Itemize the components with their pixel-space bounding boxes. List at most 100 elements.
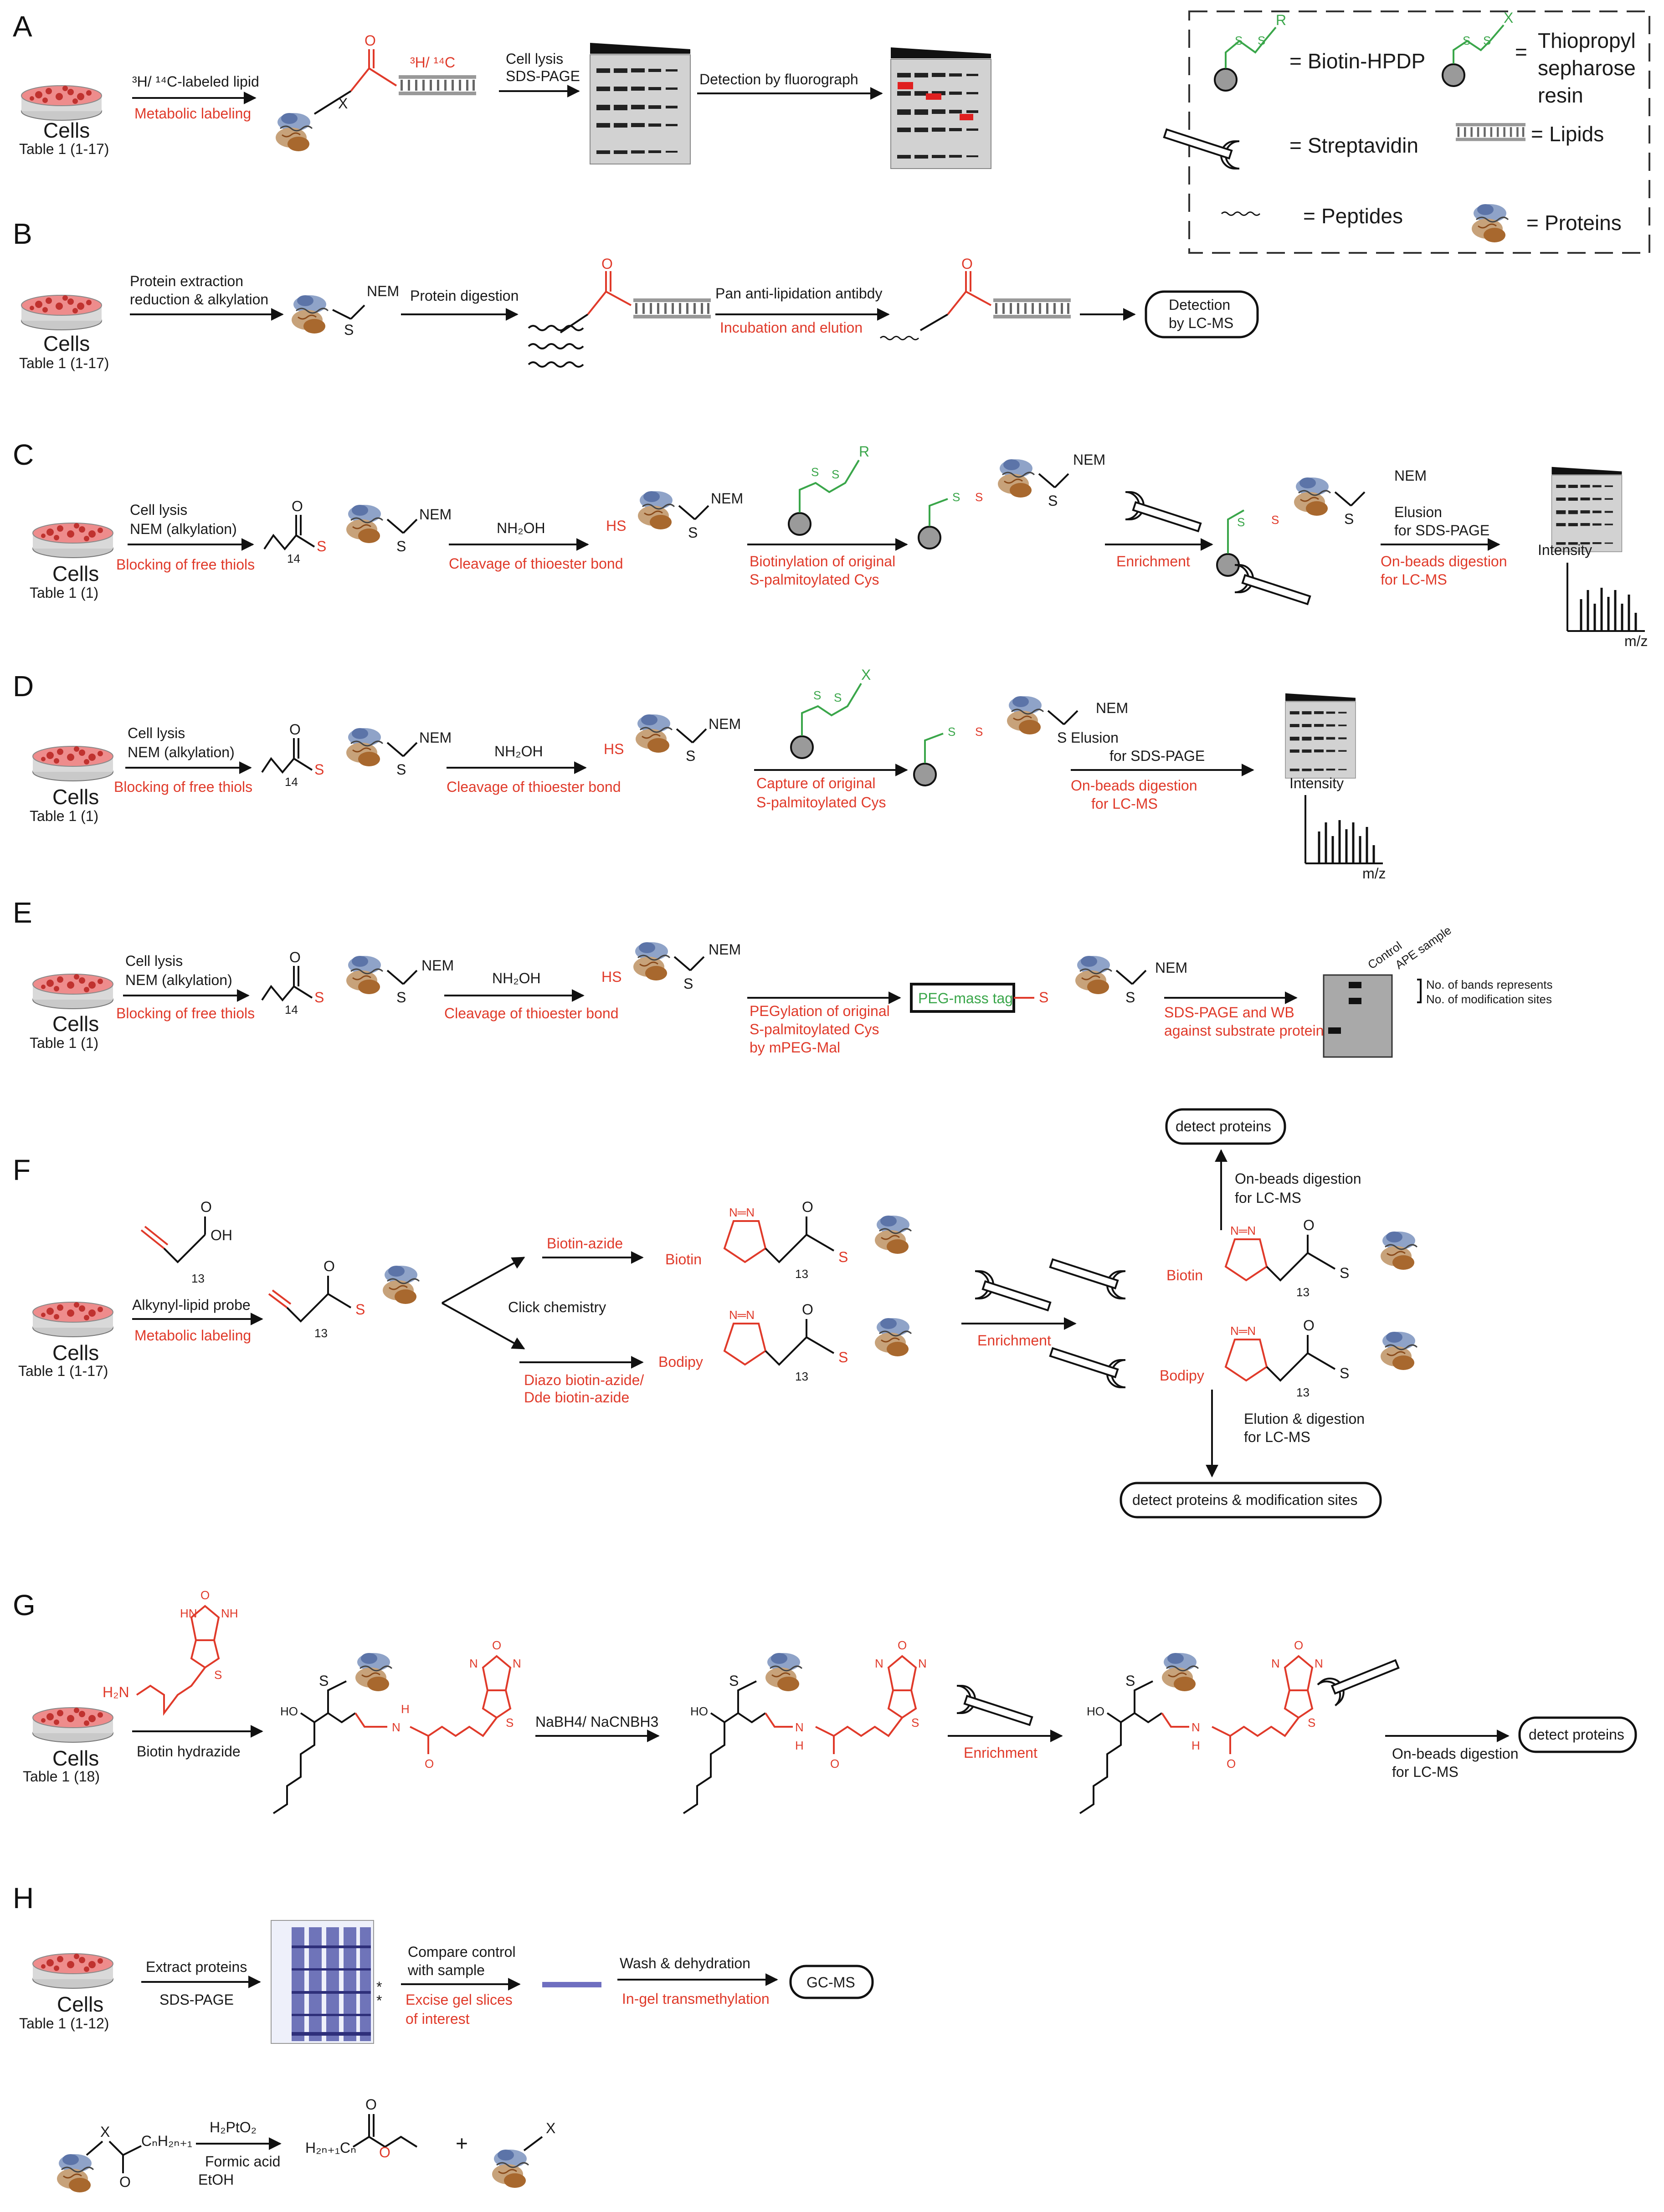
table-ref-h: Table 1 (1-12) [19,2015,109,2032]
c-step2-red: Cleavage of thioester bond [449,555,623,572]
cell-dish-e [32,974,113,1009]
gel-slice [542,1982,601,1987]
c-step3-red-b: S-palmitoylated Cys [750,571,879,588]
f-probe: Alkynyl-lipid probe [132,1297,251,1313]
cell-dish-f [32,1302,113,1337]
b-nem: NEM [367,283,399,299]
f-probe-red: Metabolic labeling [134,1327,251,1344]
c-step1-a: Cell lysis [130,502,187,518]
g-s2: S [319,1673,329,1689]
c-hs: HS [606,518,626,534]
f-o2: O [324,1258,335,1274]
g-result: detect proteins [1529,1726,1624,1743]
cells-label-d: Cells [52,785,99,809]
cells-label-b: Cells [43,332,90,355]
c-nh2oh: NH₂OH [497,520,545,536]
c-nem4: NEM [1394,467,1427,484]
c-gs1: S [811,465,819,479]
g-hn1: HN [180,1606,197,1620]
g-h1: H [401,1702,410,1716]
f-s3: S [838,1349,848,1365]
f-up-a: On-beads digestion [1235,1170,1361,1187]
legend-eq2: = [1515,40,1527,64]
protein-a [275,112,313,152]
cells-label-a: Cells [43,118,90,142]
c-sub14: 14 [287,552,300,565]
cells-label-c: Cells [52,562,99,585]
b-result-b: by LC-MS [1169,315,1233,331]
section-h: H Cells Table 1 (1-12) Extract proteins … [13,1882,874,2193]
cell-dish-h [32,1953,113,1989]
a-step2-b: SDS-PAGE [506,68,580,84]
a-step1-bottom: Metabolic labeling [134,105,251,122]
c-s1: S [317,538,326,554]
table-ref-a: Table 1 (1-17) [19,141,109,157]
legend-streptavidin: Streptavidin [1308,133,1418,157]
table-ref-b: Table 1 (1-17) [19,355,109,371]
c-r: R [859,443,869,460]
g-n6: N [918,1657,927,1670]
e-nh2oh: NH₂OH [492,970,541,986]
d-step4-red-b: for LC-MS [1091,795,1158,812]
f-sub13a: 13 [191,1272,205,1285]
h-x1: X [100,2124,110,2140]
h-step3-a: Wash & dehydration [620,1955,750,1971]
f-branch-top: Biotin-azide [547,1235,623,1252]
d-mz: m/z [1362,865,1386,882]
g-ho3: HO [1087,1704,1104,1718]
g-h2n: H₂N [103,1684,129,1700]
g-step4-b: for LC-MS [1392,1764,1459,1780]
b-step3-top: Pan anti-lipidation antibdy [715,285,882,302]
d-hs: HS [604,741,624,757]
legend-peptides: Peptides [1321,204,1403,228]
legend-lipids: Lipids [1549,122,1604,146]
legend-eq3: = [1289,133,1302,157]
f-detect-bottom: detect proteins & modification sites [1132,1492,1357,1508]
legend-s4: S [1483,34,1491,47]
b-result-a: Detection [1169,297,1230,313]
b-s: S [344,322,354,338]
g-n5: N [875,1657,883,1670]
d-s3: S [686,748,695,764]
f-up-b: for LC-MS [1235,1190,1301,1206]
a-step3: Detection by fluorograph [699,71,858,87]
f-s1: S [355,1301,365,1318]
legend-s3: S [1463,34,1470,47]
g-h3: H [1192,1739,1200,1752]
gel-a1 [590,42,691,164]
h-plus: + [456,2131,468,2155]
e-peg: PEG-mass tag [918,990,1013,1006]
legend: S S R = Biotin-HPDP S S X = Thiopropyl s… [1163,10,1650,254]
f-enrichment: Enrichment [977,1332,1051,1349]
h-o1: O [119,2174,131,2190]
e-s4: S [1125,989,1135,1006]
cell-dish-a [21,85,102,121]
g-n7: N [1192,1720,1200,1734]
e-step1-red: Blocking of free thiols [116,1005,255,1021]
f-o6: O [1303,1317,1315,1334]
cells-label-h: Cells [57,1992,103,2016]
c-step5-red-a: On-beads digestion [1381,553,1507,570]
b-step3-bottom: Incubation and elution [720,319,863,336]
b-o1: O [601,256,613,272]
e-step3-red-c: by mPEG-Mal [750,1039,840,1056]
section-b-label: B [13,217,32,250]
f-sub13d: 13 [795,1370,808,1383]
h-x2: X [546,2120,555,2136]
d-s2: S [396,761,406,778]
d-nem1: NEM [419,729,452,746]
f-branch-bottom-a: Diazo biotin-azide/ [524,1372,644,1388]
g-o5: O [898,1638,907,1652]
b-o2: O [961,256,973,272]
section-a: A Cells Table 1 (1-17) ³H/ ¹⁴C-labeled l… [13,10,991,169]
a-isotope: ³H/ ¹⁴C [410,54,455,71]
c-o: O [292,498,303,514]
legend-thiopropyl-1: Thiopropyl [1538,29,1636,52]
table-ref-f: Table 1 (1-17) [18,1363,108,1379]
d-s1: S [314,761,324,778]
g-ho2: HO [690,1704,708,1718]
legend-eq5: = [1303,204,1315,228]
f-down-a: Elution & digestion [1244,1411,1365,1427]
c-step5-b: for SDS-PAGE [1394,522,1489,539]
h-step2-a: Compare control [408,1944,516,1960]
